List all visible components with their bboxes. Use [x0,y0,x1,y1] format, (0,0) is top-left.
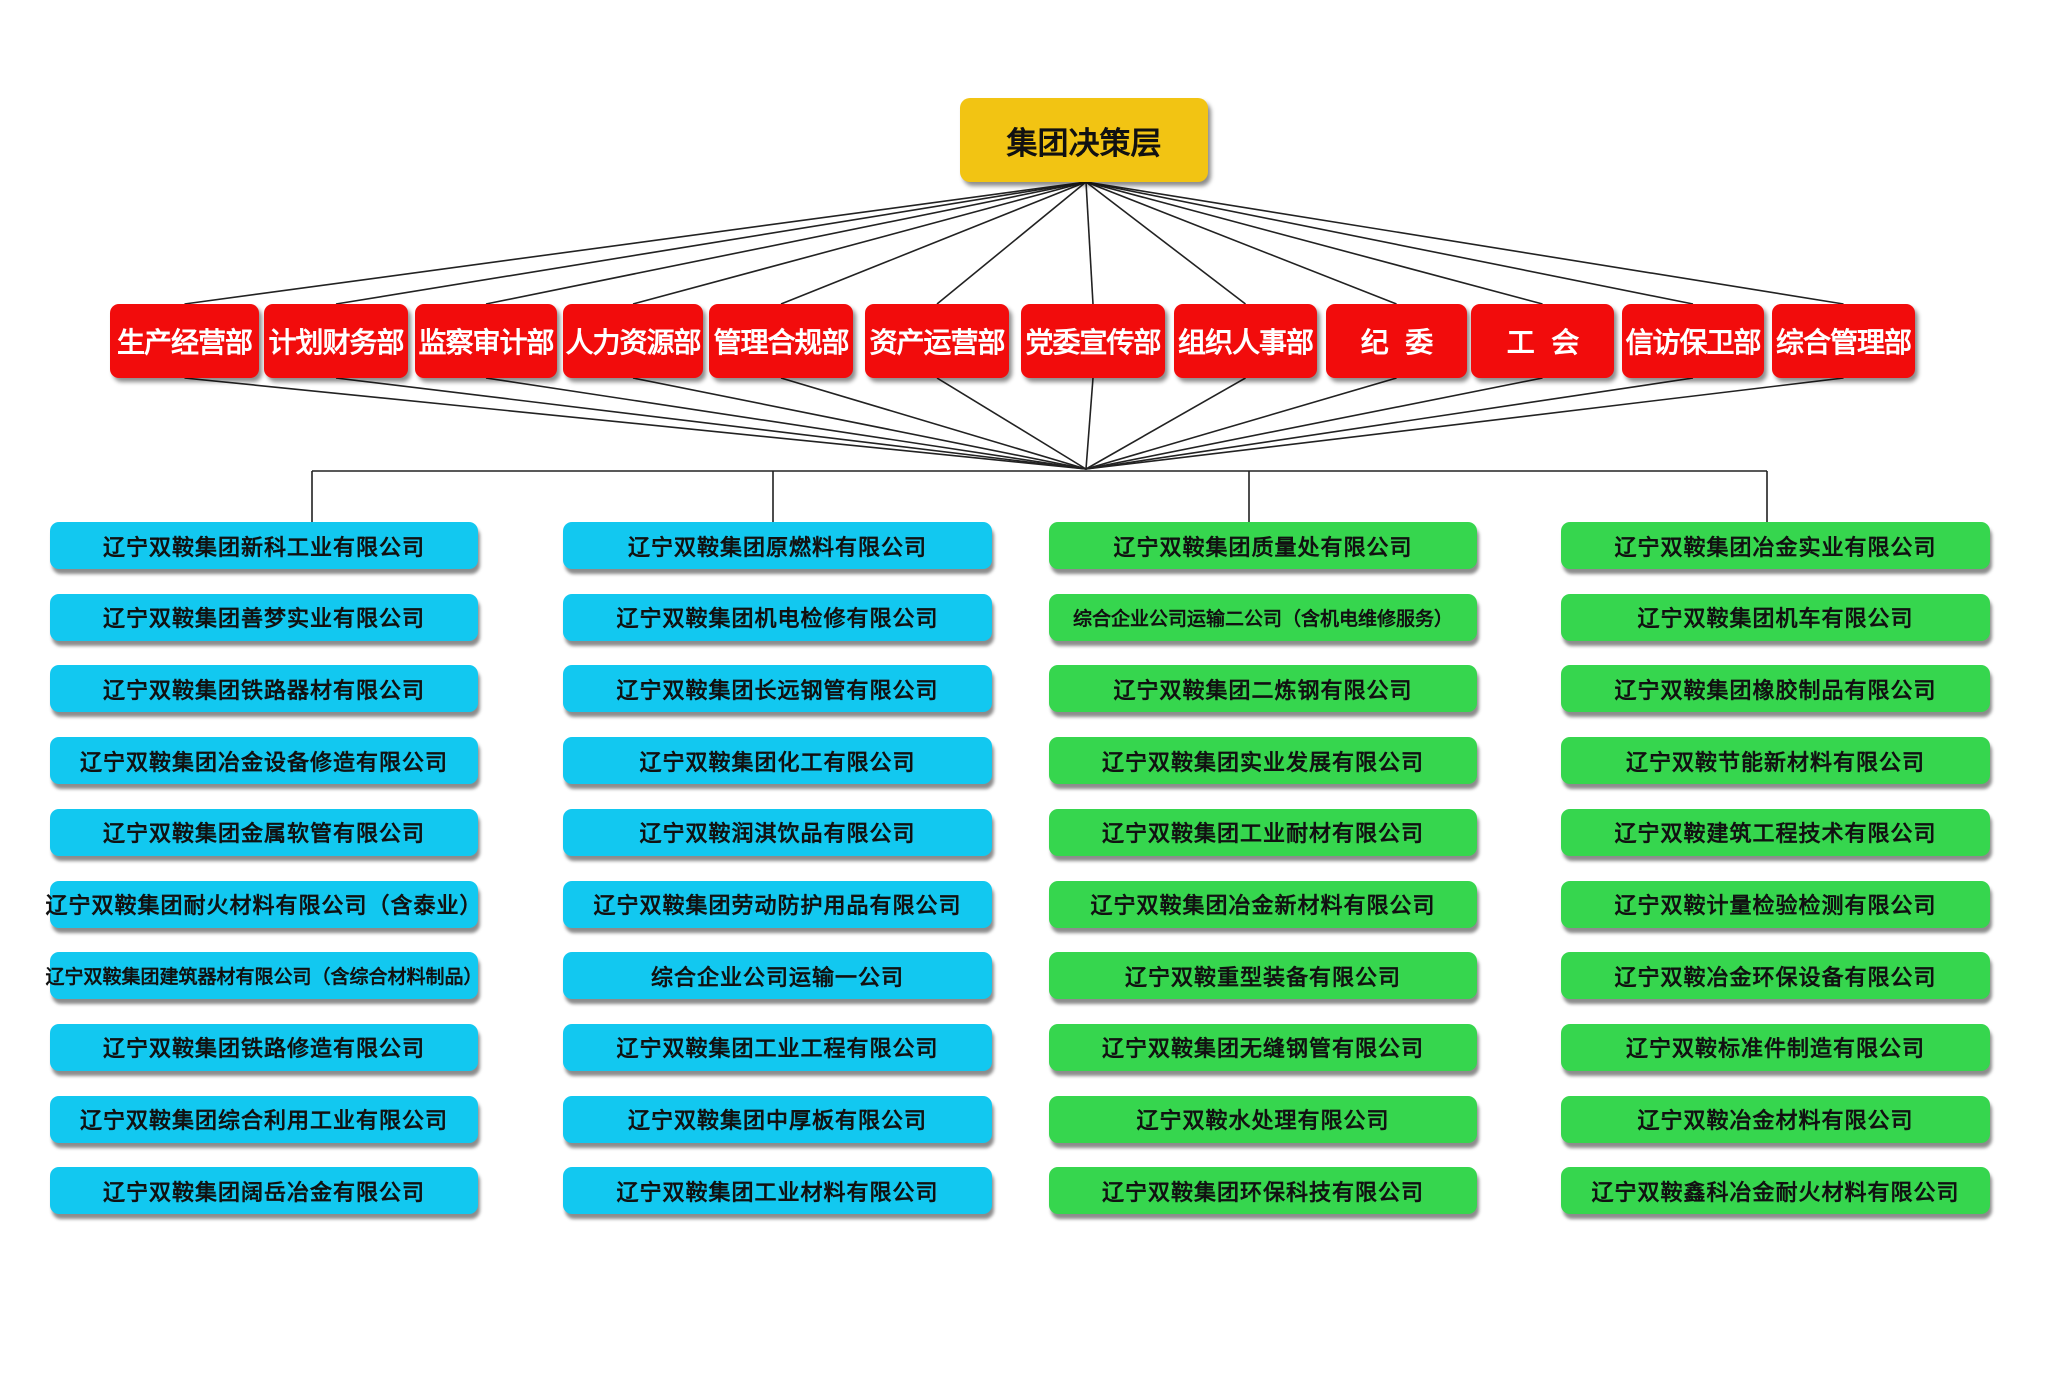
connector-line [1085,377,1844,470]
company-box[interactable]: 辽宁双鞍集团实业发展有限公司 [1049,737,1477,785]
company-box[interactable]: 辽宁双鞍集团铁路器材有限公司 [50,665,478,713]
company-box[interactable]: 辽宁双鞍集团原燃料有限公司 [563,522,992,569]
department-box[interactable]: 工 会 [1471,304,1614,378]
company-box[interactable]: 辽宁双鞍重型装备有限公司 [1049,952,1477,1000]
company-box[interactable]: 辽宁双鞍集团综合利用工业有限公司 [50,1095,478,1143]
department-box[interactable]: 人力资源部 [563,304,703,378]
department-box[interactable]: 管理合规部 [709,304,853,378]
connector-line [335,181,1087,305]
connector-line [1085,377,1543,470]
company-box[interactable]: 辽宁双鞍集团橡胶制品有限公司 [1561,665,1990,713]
company-box[interactable]: 辽宁双鞍标准件制造有限公司 [1561,1023,1990,1071]
company-box[interactable]: 辽宁双鞍节能新材料有限公司 [1561,737,1990,785]
connector-line [936,181,1087,305]
company-box[interactable]: 综合企业公司运输一公司 [563,952,992,1000]
department-box[interactable]: 监察审计部 [415,304,557,378]
company-box[interactable]: 辽宁双鞍集团冶金新材料有限公司 [1049,880,1477,928]
connector-line [632,377,1087,470]
connector-line [485,377,1087,470]
department-box[interactable]: 党委宣传部 [1021,304,1165,378]
company-box[interactable]: 辽宁双鞍集团新科工业有限公司 [50,522,478,569]
company-box[interactable]: 辽宁双鞍集团质量处有限公司 [1049,522,1477,569]
company-box[interactable]: 辽宁双鞍润淇饮品有限公司 [563,808,992,856]
connector-line [1085,377,1246,470]
connector-line [184,181,1087,305]
department-box[interactable]: 组织人事部 [1174,304,1317,378]
department-box[interactable]: 信访保卫部 [1622,304,1764,378]
connector-line [632,181,1087,305]
department-box[interactable]: 纪 委 [1326,304,1467,378]
connector-line [184,377,1087,470]
company-box[interactable]: 辽宁双鞍集团阔岳冶金有限公司 [50,1167,478,1215]
company-box[interactable]: 辽宁双鞍集团二炼钢有限公司 [1049,665,1477,713]
company-box[interactable]: 辽宁双鞍集团机车有限公司 [1561,593,1990,641]
connector-line [936,377,1087,470]
company-box[interactable]: 辽宁双鞍集团善梦实业有限公司 [50,593,478,641]
connector-line [780,377,1087,470]
company-box[interactable]: 辽宁双鞍冶金环保设备有限公司 [1561,952,1990,1000]
company-box[interactable]: 辽宁双鞍鑫科冶金耐火材料有限公司 [1561,1167,1990,1215]
company-box[interactable]: 辽宁双鞍集团环保科技有限公司 [1049,1167,1477,1215]
company-box[interactable]: 辽宁双鞍集团中厚板有限公司 [563,1095,992,1143]
company-box[interactable]: 辽宁双鞍集团工业材料有限公司 [563,1167,992,1215]
department-box[interactable]: 生产经营部 [110,304,259,378]
company-box[interactable]: 辽宁双鞍集团铁路修造有限公司 [50,1023,478,1071]
connector-line [780,181,1087,305]
connector-line [1085,181,1543,305]
company-box[interactable]: 辽宁双鞍集团冶金实业有限公司 [1561,522,1990,569]
department-box[interactable]: 计划财务部 [264,304,408,378]
company-box[interactable]: 综合企业公司运输二公司（含机电维修服务） [1049,593,1477,641]
department-box[interactable]: 综合管理部 [1772,304,1915,378]
company-box[interactable]: 辽宁双鞍集团长远钢管有限公司 [563,665,992,713]
connector-line [1085,377,1694,470]
company-box[interactable]: 辽宁双鞍集团金属软管有限公司 [50,808,478,856]
company-box[interactable]: 辽宁双鞍建筑工程技术有限公司 [1561,808,1990,856]
connector-line [1085,181,1844,305]
company-box[interactable]: 辽宁双鞍集团冶金设备修造有限公司 [50,737,478,785]
connector-line [1085,181,1094,305]
company-box[interactable]: 辽宁双鞍集团工业耐材有限公司 [1049,808,1477,856]
connector-line [1085,181,1246,305]
group-decision-level-box[interactable]: 集团决策层 [960,98,1208,182]
company-box[interactable]: 辽宁双鞍集团化工有限公司 [563,737,992,785]
connector-line [1085,377,1397,470]
connector-line [335,377,1087,470]
connector-line [1085,377,1094,470]
connector-line [1085,181,1694,305]
company-box[interactable]: 辽宁双鞍集团建筑器材有限公司（含综合材料制品） [46,952,483,1000]
company-box[interactable]: 辽宁双鞍集团机电检修有限公司 [563,593,992,641]
department-box[interactable]: 资产运营部 [865,304,1009,378]
company-box[interactable]: 辽宁双鞍冶金材料有限公司 [1561,1095,1990,1143]
company-box[interactable]: 辽宁双鞍计量检验检测有限公司 [1561,880,1990,928]
connector-line [1085,181,1397,305]
company-box[interactable]: 辽宁双鞍集团工业工程有限公司 [563,1023,992,1071]
company-box[interactable]: 辽宁双鞍水处理有限公司 [1049,1095,1477,1143]
connector-line [485,181,1087,305]
company-box[interactable]: 辽宁双鞍集团无缝钢管有限公司 [1049,1023,1477,1071]
company-box[interactable]: 辽宁双鞍集团劳动防护用品有限公司 [563,880,992,928]
company-box[interactable]: 辽宁双鞍集团耐火材料有限公司（含泰业） [46,880,482,928]
